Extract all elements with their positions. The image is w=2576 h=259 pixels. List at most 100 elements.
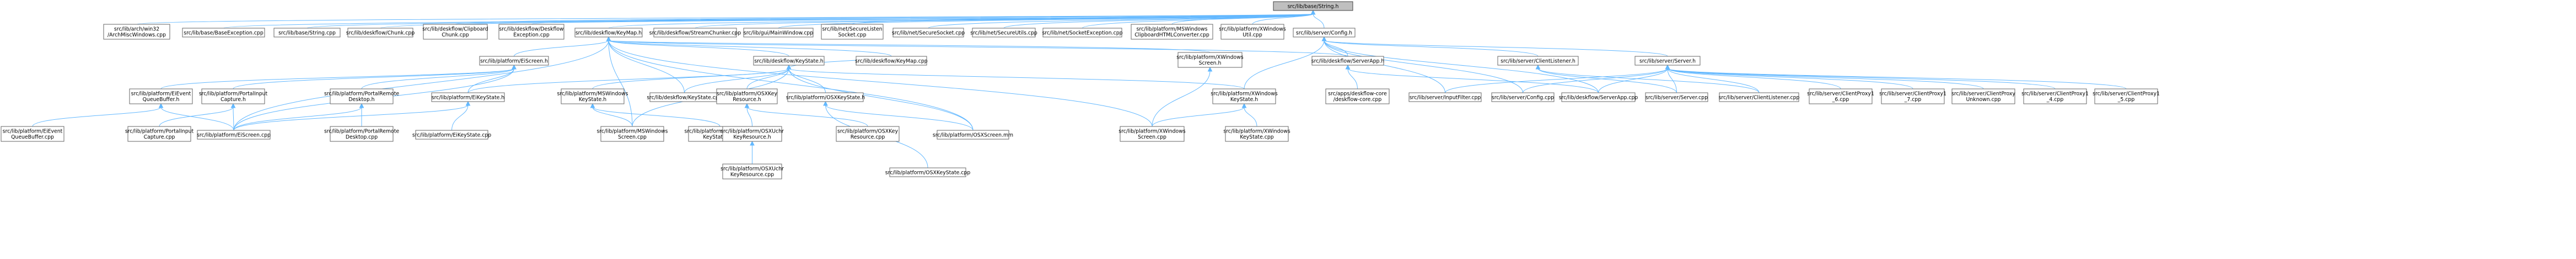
file-node[interactable]: src/lib/server/InputFilter.cpp — [1408, 92, 1482, 102]
file-node[interactable]: src/lib/server/ClientListener.cpp — [1719, 92, 1800, 102]
node-box — [972, 28, 1036, 38]
file-node[interactable]: src/lib/deskflow/KeyMap.cpp — [855, 56, 928, 66]
file-node[interactable]: src/lib/net/SocketException.cpp — [1042, 28, 1123, 38]
file-node[interactable]: src/lib/deskflow/ServerApp.cpp — [1559, 92, 1638, 102]
node-label: src/lib/deskflow/KeyState.h — [754, 58, 823, 64]
file-node[interactable]: src/lib/platform/EiKeyState.cpp — [412, 130, 491, 140]
file-node[interactable]: src/lib/gui/MainWindow.cpp — [743, 28, 814, 38]
file-node[interactable]: src/lib/arch/win32/ArchMiscWindows.cpp — [103, 24, 170, 40]
file-node[interactable]: src/lib/platform/OSXKeyState.h — [786, 92, 865, 102]
file-node[interactable]: src/lib/deskflow/KeyMap.h — [574, 28, 643, 38]
node-box — [1561, 92, 1636, 102]
node-box — [182, 28, 265, 38]
node-label: src/lib/platform/PortalInput — [199, 91, 268, 97]
node-label: src/lib/server/Config.h — [1296, 30, 1352, 36]
file-node[interactable]: src/lib/net/SecureUtils.cpp — [970, 28, 1037, 38]
file-node[interactable]: src/lib/deskflow/Chunk.cpp — [346, 28, 415, 38]
node-label: src/lib/platform/OSXScreen.mm — [933, 132, 1013, 138]
file-node[interactable]: src/lib/server/ClientProxy1_5.cpp — [2093, 88, 2160, 104]
file-node[interactable]: src/lib/deskflow/KeyState.cpp — [647, 92, 722, 102]
node-label: src/lib/deskflow/Clipboard — [422, 27, 488, 33]
file-node[interactable]: src/lib/server/Config.h — [1293, 28, 1356, 38]
node-box — [1225, 126, 1289, 142]
edge-n7-n53 — [606, 36, 974, 131]
node-label: Desktop.cpp — [346, 134, 378, 140]
node-label: Screen.h — [1199, 60, 1222, 66]
node-box — [1293, 28, 1356, 38]
node-box — [653, 28, 737, 38]
file-node[interactable]: src/lib/platform/EiKeyState.h — [431, 92, 505, 102]
node-label: Resource.h — [733, 97, 761, 103]
file-node[interactable]: src/lib/base/String.cpp — [273, 28, 341, 38]
edge-n20-n54 — [1152, 66, 1213, 127]
node-box — [201, 88, 265, 104]
edge-n18-n32 — [786, 64, 1245, 89]
node-label: KeyResource.h — [733, 134, 771, 140]
node-box — [561, 88, 625, 104]
edge-n27-n48 — [451, 101, 471, 131]
node-label: src/lib/net/SecureListen — [822, 27, 882, 33]
node-label: KeyState.cpp — [703, 134, 736, 140]
edge-n7-n46 — [233, 36, 611, 131]
node-label: src/lib/net/SocketException.cpp — [1042, 30, 1122, 36]
node-box — [1809, 88, 1873, 104]
file-node[interactable]: src/lib/server/ClientListener.h — [1497, 56, 1579, 66]
edge-n18-n30 — [746, 64, 792, 89]
file-node[interactable]: src/lib/server/Server.cpp — [1645, 92, 1708, 102]
file-node[interactable]: src/lib/deskflow/StreamChunker.cpp — [649, 28, 741, 38]
file-node[interactable]: src/lib/deskflow/ServerApp.h — [1311, 56, 1385, 66]
node-box — [1719, 92, 1799, 102]
file-node[interactable]: src/lib/deskflow/KeyState.h — [753, 56, 825, 66]
node-box — [1325, 88, 1390, 104]
node-label: src/lib/platform/EiKeyState.h — [432, 94, 504, 101]
node-label: src/lib/platform/OSXKey — [717, 91, 777, 97]
node-box — [197, 130, 271, 140]
file-node[interactable]: src/lib/platform/EiScreen.cpp — [197, 130, 271, 140]
file-node[interactable]: src/lib/server/Server.h — [1634, 56, 1701, 66]
node-label: Capture.cpp — [144, 134, 175, 140]
node-label: src/lib/platform/XWindows — [1118, 129, 1186, 135]
node-label: src/lib/deskflow/KeyState.cpp — [647, 94, 722, 101]
node-box — [821, 24, 884, 40]
edge-n21-n36 — [1345, 64, 1599, 93]
file-node[interactable]: src/lib/net/SecureSocket.cpp — [892, 28, 965, 38]
edge-n28-n50 — [590, 103, 720, 127]
file-node[interactable]: src/lib/base/BaseException.cpp — [182, 28, 265, 38]
file-node[interactable]: src/lib/server/ClientProxy1_6.cpp — [1807, 88, 1874, 104]
node-label: src/lib/platform/XWindows — [1211, 91, 1278, 97]
file-node[interactable]: src/apps/deskflow-core/deskflow-core.cpp — [1325, 88, 1390, 104]
node-box — [1645, 92, 1708, 102]
file-node[interactable]: src/lib/platform/EiScreen.h — [479, 56, 549, 66]
file-node[interactable]: src/lib/server/ClientProxy1_7.cpp — [1879, 88, 1946, 104]
file-node[interactable]: src/lib/platform/OSXKeyState.cpp — [885, 167, 971, 177]
file-node[interactable]: src/lib/server/ClientProxy1_4.cpp — [2021, 88, 2089, 104]
edge-n25-n46 — [230, 103, 236, 131]
file-node[interactable]: src/lib/platform/MSWindowsClipboardHTMLC… — [1131, 24, 1213, 40]
edge-n7-n17 — [514, 36, 611, 57]
file-node[interactable]: src/lib/platform/OSXScreen.mm — [933, 130, 1013, 140]
file-node[interactable]: src/lib/server/Config.cpp — [1491, 92, 1555, 102]
node-label: src/lib/platform/MSWindows — [685, 129, 756, 135]
